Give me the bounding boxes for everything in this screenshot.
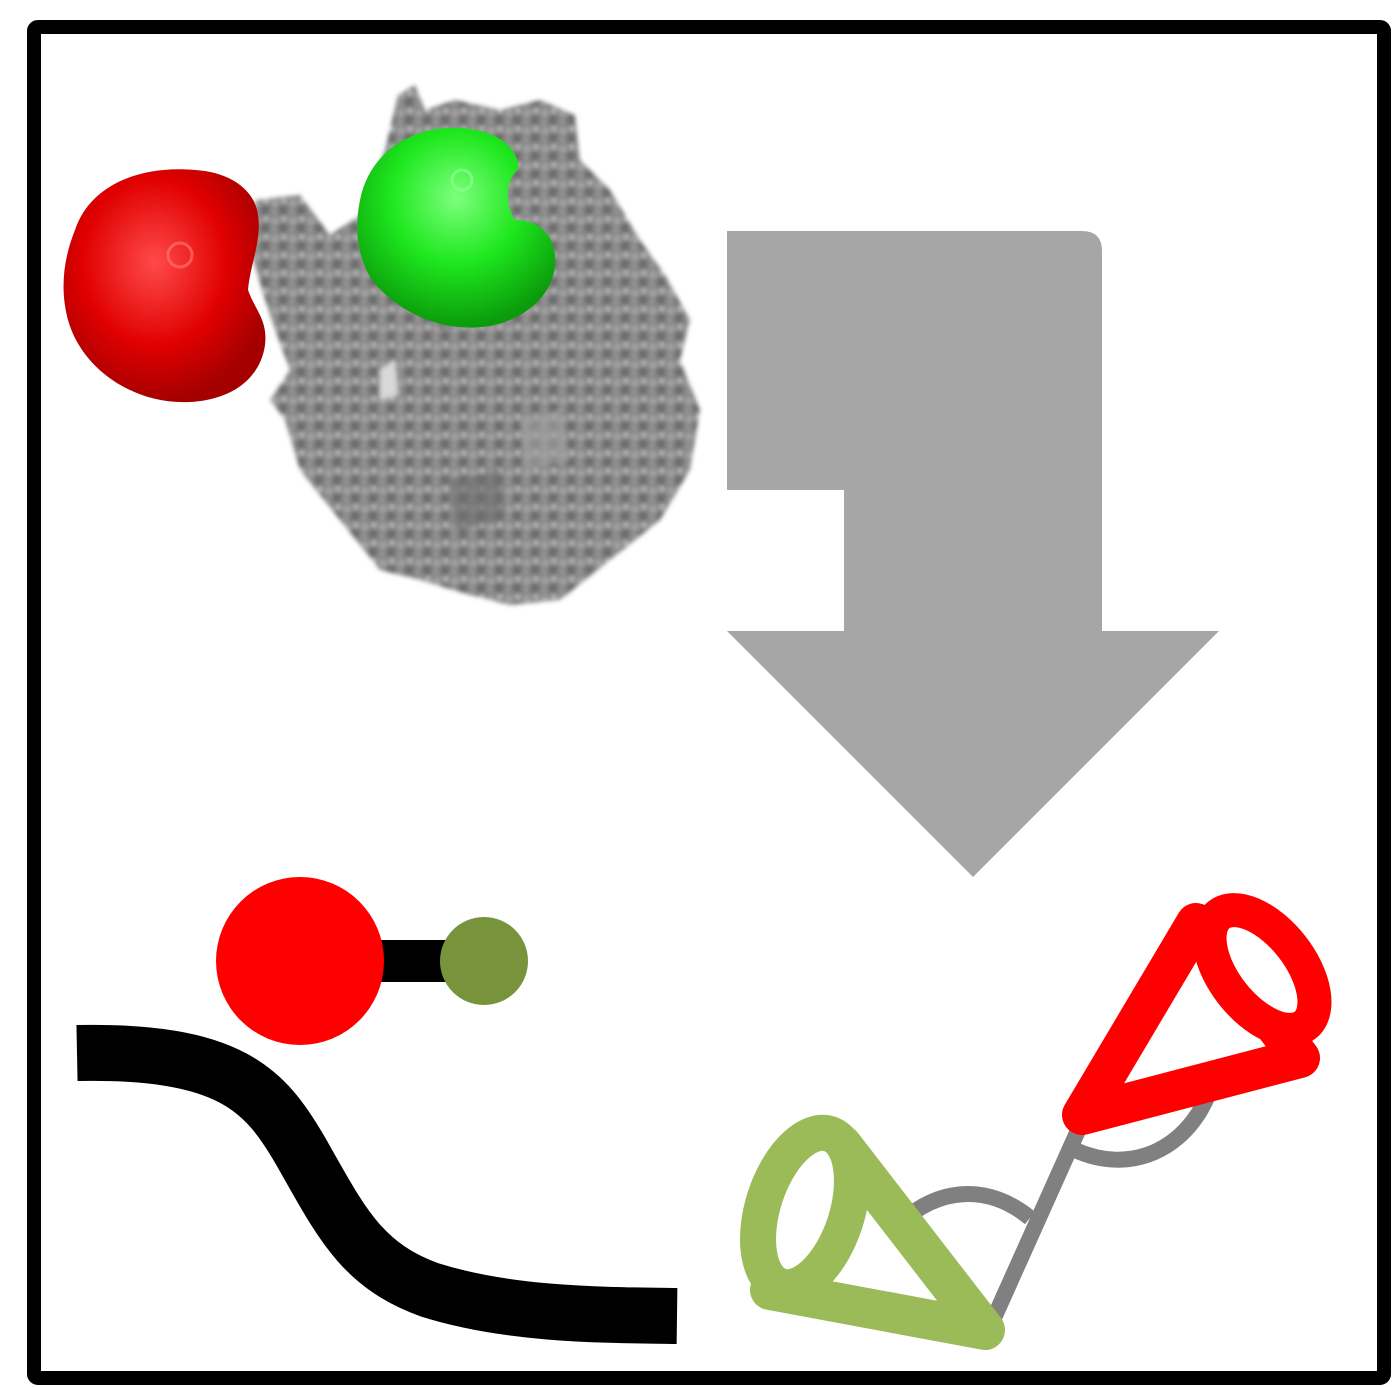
down-arrow xyxy=(727,231,1219,877)
green-domain xyxy=(357,127,556,328)
red-domain xyxy=(63,169,266,403)
angle-arc-upper xyxy=(1071,1091,1216,1168)
backbone-curve xyxy=(76,1024,678,1344)
green-cone xyxy=(740,1114,1005,1350)
large-red-sphere xyxy=(216,877,384,1045)
small-olive-sphere xyxy=(440,917,528,1005)
red-cone xyxy=(1062,893,1332,1135)
frame-border xyxy=(27,20,1391,1385)
gray-linker xyxy=(977,1111,1093,1342)
ball-and-stick-model xyxy=(76,877,678,1344)
orientation-cone-model xyxy=(740,893,1332,1350)
protein-surface-rendering xyxy=(63,85,700,605)
